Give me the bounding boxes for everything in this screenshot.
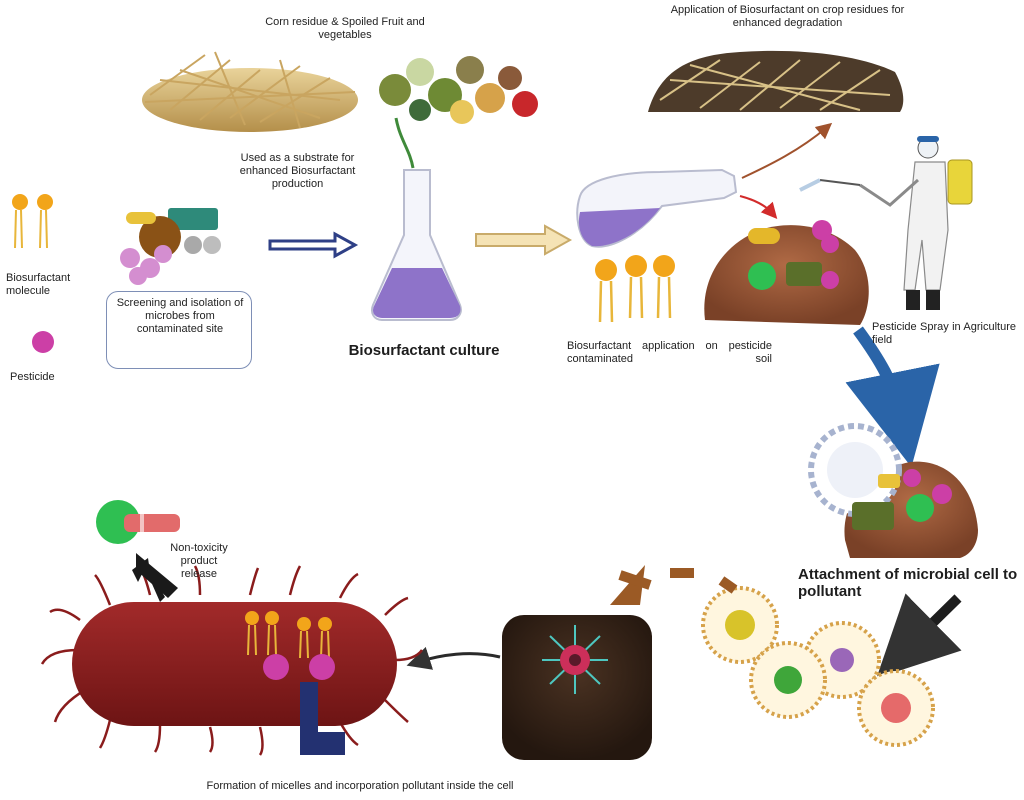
spoiled-fruit-vegetables [379, 56, 538, 169]
label-micelles: Formation of micelles and incorporation … [206, 780, 514, 792]
label-non-toxicity: Non-toxicity product release [170, 542, 228, 580]
arrow-culture-to-application [475, 224, 573, 256]
label-substrate: Used as a substrate for enhanced Biosurf… [239, 152, 356, 190]
label-crop-application: Application of Biosurfactant on crop res… [670, 4, 905, 29]
crop-residue-mound [648, 50, 904, 112]
bacterium-cell [40, 565, 424, 756]
corn-residue-straw-pile [142, 51, 358, 132]
biosurfactant-molecules-group [595, 255, 675, 323]
contaminated-soil-pile [704, 220, 869, 325]
arrow-soil-to-bacterium [406, 646, 501, 670]
arrow-soil-to-attachment [845, 326, 940, 468]
microbes-cluster-icon [120, 208, 221, 285]
arrow-to-crop-residue [741, 122, 833, 179]
label-legend-biosurfactant: Biosurfactant molecule [6, 272, 71, 297]
micelle-1 [701, 586, 779, 664]
screening-box [106, 291, 252, 369]
label-screening: Screening and isolation of microbes from… [116, 297, 244, 335]
label-legend-pesticide: Pesticide [10, 371, 55, 383]
label-spray: Pesticide Spray in Agriculture field [872, 321, 1016, 346]
micelle-3 [749, 641, 827, 719]
label-culture: Biosurfactant culture [348, 342, 500, 359]
soil-with-micelle [502, 615, 652, 760]
arrow-to-soil [739, 195, 778, 220]
micelle-4 [857, 669, 935, 747]
arrow-product-release-head [136, 553, 178, 598]
label-attachment: Attachment of microbial cell to pollutan… [798, 566, 1018, 600]
label-soil-application: Biosurfactant application on pesticide c… [567, 340, 772, 365]
erlenmeyer-flask-culture [371, 169, 462, 321]
micelle-group [701, 586, 935, 747]
arrow-micelles-to-soil [610, 565, 738, 605]
legend-pesticide-icon [32, 331, 54, 353]
arrow-attachment-to-micelles [876, 593, 962, 679]
tilted-flask-pouring [576, 168, 738, 248]
label-corn-residue: Corn residue & Spoiled Fruit and vegetab… [265, 16, 425, 41]
non-toxic-product-icon [96, 500, 180, 544]
microbial-cell-attachment [808, 423, 978, 558]
farmer-spraying-pesticide [799, 136, 973, 310]
arrow-screening-to-culture [268, 231, 359, 259]
legend-biosurfactant-icon [12, 194, 53, 249]
